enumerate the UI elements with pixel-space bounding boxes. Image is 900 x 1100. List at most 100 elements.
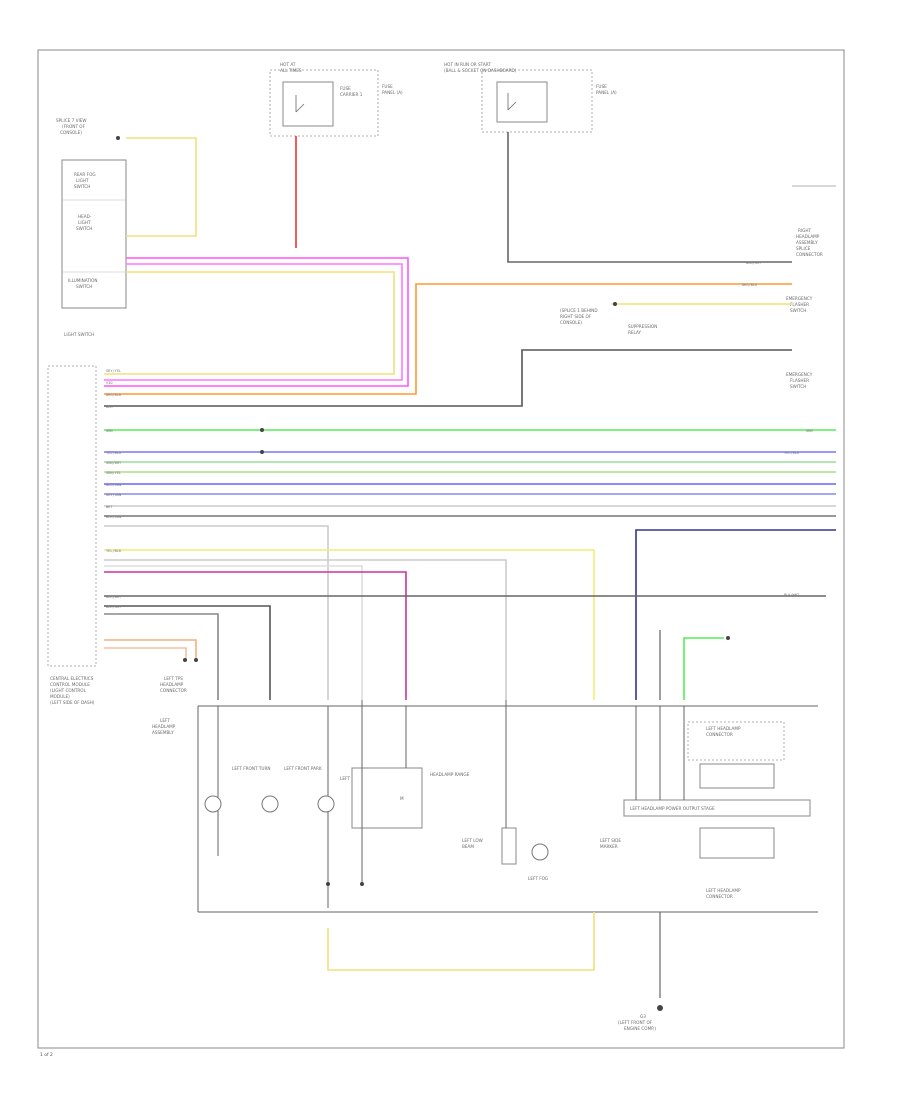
left-headlamp-assembly: LEFT HEADLAMP ASSEMBLY LEFT TPS HEADLAMP…	[152, 676, 818, 913]
central-module: CENTRAL ELECTRICS CONTROL MODULE (LIGHT …	[47, 365, 97, 705]
svg-text:CONNECTOR: CONNECTOR	[706, 732, 733, 737]
svg-text:ALL TIMES: ALL TIMES	[280, 68, 302, 73]
svg-text:LEFT LOW: LEFT LOW	[340, 776, 361, 781]
svg-text:ORG/BLK: ORG/BLK	[742, 283, 758, 287]
svg-text:BLK/WHT: BLK/WHT	[784, 593, 800, 597]
svg-text:LEFT HEADLAMP POWER OUTPUT STA: LEFT HEADLAMP POWER OUTPUT STAGE	[630, 806, 715, 811]
svg-text:FUSE: FUSE	[596, 84, 607, 89]
svg-text:YEL/BLU: YEL/BLU	[106, 451, 121, 455]
svg-text:CONSOLE): CONSOLE)	[60, 130, 82, 135]
svg-text:ASSEMBLY: ASSEMBLY	[796, 240, 818, 245]
svg-text:SWITCH: SWITCH	[76, 284, 92, 289]
svg-text:SUPPRESSION: SUPPRESSION	[628, 324, 657, 329]
svg-text:LIGHT: LIGHT	[78, 220, 91, 225]
svg-text:BLK/GRN: BLK/GRN	[106, 515, 121, 519]
wire-grey-4	[104, 605, 271, 700]
svg-text:REAR FOG: REAR FOG	[74, 172, 96, 177]
wire-light-4	[104, 565, 363, 700]
svg-text:RIGHT SIDE OF: RIGHT SIDE OF	[560, 314, 592, 319]
light-switch: REAR FOG LIGHT SWITCH HEAD- LIGHT SWITCH…	[56, 118, 127, 337]
svg-text:LEFT FOG: LEFT FOG	[528, 876, 548, 881]
wire-yellow-ls	[104, 271, 395, 375]
svg-text:CONNECTOR: CONNECTOR	[160, 688, 187, 693]
svg-text:PANEL (A): PANEL (A)	[382, 90, 403, 95]
page-number: 1 of 2	[40, 1052, 53, 1058]
svg-text:(FRONT OF: (FRONT OF	[62, 124, 86, 129]
svg-text:FLASHER: FLASHER	[790, 378, 809, 383]
svg-text:VIO: VIO	[106, 381, 113, 385]
wire-light-3	[104, 559, 507, 700]
ground-bottom: G3 (LEFT FRONT OF ENGINE COMP.)	[618, 1005, 663, 1031]
svg-text:LEFT TPS: LEFT TPS	[164, 676, 183, 681]
wire-orange	[104, 283, 792, 395]
svg-text:GRY/YEL: GRY/YEL	[106, 369, 121, 373]
svg-text:HOT AT: HOT AT	[280, 62, 296, 67]
svg-text:CENTRAL ELECTRICS: CENTRAL ELECTRICS	[50, 676, 94, 681]
svg-text:(LIGHT CONTROL: (LIGHT CONTROL	[50, 688, 87, 693]
svg-text:MODULE): MODULE)	[50, 694, 70, 699]
svg-text:CONSOLE): CONSOLE)	[560, 320, 582, 325]
svg-text:BLK/WHT: BLK/WHT	[106, 595, 122, 599]
svg-text:HEAD-: HEAD-	[78, 214, 92, 219]
hazard-switch: EMERGENCY FLASHER SWITCH EMERGENCY FLASH…	[560, 296, 813, 389]
wire-green-3	[683, 637, 724, 700]
right-headlamp: RIGHT HEADLAMP ASSEMBLY SPLICE CONNECTOR	[792, 185, 836, 257]
wire-grey-hz	[104, 349, 792, 407]
svg-text:HOT IN RUN OR START: HOT IN RUN OR START	[444, 62, 491, 67]
svg-text:CARRIER 1: CARRIER 1	[340, 92, 363, 97]
svg-text:SPLICE: SPLICE	[796, 246, 811, 251]
svg-text:HEADLAMP: HEADLAMP	[796, 234, 820, 239]
wire-orange-3	[104, 647, 187, 660]
svg-text:ORG/BLK: ORG/BLK	[106, 393, 122, 397]
svg-text:M: M	[400, 796, 404, 801]
left-lamp-b: LEFT FRONT PARK	[261, 766, 322, 813]
svg-text:BLK: BLK	[106, 405, 113, 409]
svg-text:SWITCH: SWITCH	[790, 308, 806, 313]
svg-text:MARKER: MARKER	[600, 844, 618, 849]
svg-text:WHT: WHT	[106, 505, 113, 509]
left-headlamp-module: LEFT HEADLAMP CONNECTOR LEFT HEADLAMP PO…	[623, 706, 811, 899]
svg-text:LEFT FRONT PARK: LEFT FRONT PARK	[284, 766, 322, 771]
svg-text:GRN: GRN	[106, 429, 113, 433]
left-relay: M HEADLAMP RANGE	[351, 700, 470, 884]
svg-text:FUSE: FUSE	[340, 86, 351, 91]
wire-pink-2	[104, 263, 403, 381]
svg-text:PANEL (A): PANEL (A)	[596, 90, 617, 95]
svg-text:LEFT LOW: LEFT LOW	[462, 838, 483, 843]
svg-text:SPLICE 7 VIEW: SPLICE 7 VIEW	[56, 118, 87, 123]
svg-text:RIGHT: RIGHT	[798, 228, 812, 233]
svg-text:LEFT HEADLAMP: LEFT HEADLAMP	[706, 888, 741, 893]
left-small-lamps: LEFT LOW BEAM LEFT FOG LEFT SIDE MARKER	[462, 700, 621, 881]
wire-magenta	[104, 571, 407, 700]
svg-text:LEFT FRONT TURN: LEFT FRONT TURN	[232, 766, 271, 771]
wire-light-2	[104, 525, 329, 700]
wire-yellow-splice	[126, 137, 197, 237]
wire-pink-1	[104, 257, 409, 387]
svg-text:RELAY: RELAY	[628, 330, 642, 335]
svg-text:LEFT: LEFT	[160, 718, 170, 723]
svg-text:BRN/GRY: BRN/GRY	[746, 261, 762, 265]
fuse-box-right: HOT IN RUN OR START (BALL & SOCKET ON DA…	[444, 62, 617, 133]
fuse-box-left: HOT AT ALL TIMES FUSE CARRIER 1 FUSE PAN…	[269, 62, 403, 137]
svg-text:CONNECTOR: CONNECTOR	[796, 252, 823, 257]
svg-text:LEFT SIDE: LEFT SIDE	[600, 838, 621, 843]
svg-text:(SPLICE 1 BEHIND: (SPLICE 1 BEHIND	[560, 308, 598, 313]
svg-text:(BALL & SOCKET ON DASHBOARD): (BALL & SOCKET ON DASHBOARD)	[444, 68, 517, 73]
svg-text:FUSE: FUSE	[382, 84, 393, 89]
svg-text:(LEFT SIDE OF DASH): (LEFT SIDE OF DASH)	[50, 700, 95, 705]
svg-text:BEAM: BEAM	[462, 844, 474, 849]
svg-text:CONNECTOR: CONNECTOR	[706, 894, 733, 899]
left-lamp-a: LEFT FRONT TURN	[204, 706, 271, 856]
svg-text:YEL/BLK: YEL/BLK	[106, 549, 122, 553]
svg-text:LIGHT SWITCH: LIGHT SWITCH	[64, 332, 94, 337]
wire-darkblue	[635, 529, 836, 700]
svg-text:FLASHER: FLASHER	[790, 302, 809, 307]
splice-dots	[116, 136, 730, 886]
svg-text:HEADLAMP RANGE: HEADLAMP RANGE	[430, 772, 470, 777]
svg-text:HEADLAMP: HEADLAMP	[152, 724, 176, 729]
svg-text:EMERGENCY: EMERGENCY	[786, 372, 813, 377]
wire-ground-bottom	[327, 912, 595, 971]
left-lamp-c: LEFT LOW	[317, 706, 361, 908]
svg-text:LIGHT: LIGHT	[76, 178, 89, 183]
